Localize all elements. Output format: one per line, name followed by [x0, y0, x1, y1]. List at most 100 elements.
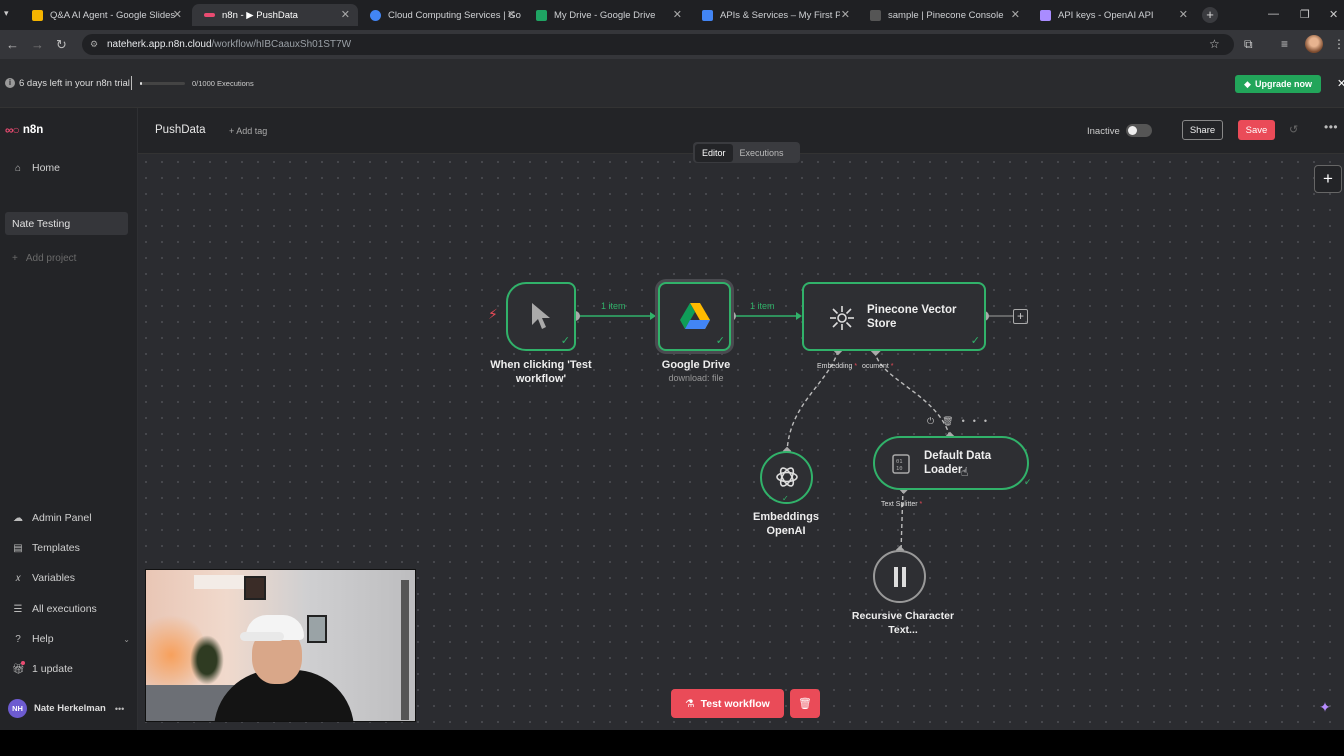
sidebar-item-home[interactable]: ⌂ Home	[12, 162, 60, 174]
close-icon[interactable]: ✕	[672, 9, 682, 21]
trial-text: 6 days left in your n8n trial	[19, 78, 130, 89]
address-bar[interactable]: ⚙ nateherk.app.n8n.cloud/workflow/hIBCaa…	[82, 34, 1234, 55]
restore-icon[interactable]: ❐	[1300, 9, 1310, 21]
minimize-icon[interactable]: —	[1268, 8, 1279, 20]
openai-icon	[776, 467, 798, 487]
browser-tab-n8n[interactable]: n8n - ▶ PushData ✕	[192, 4, 358, 26]
node-manual-trigger[interactable]: ✓	[506, 282, 576, 351]
browser-tab-drive[interactable]: My Drive - Google Drive ✕	[524, 4, 690, 26]
pointer-icon	[532, 303, 550, 329]
required-marker: *	[888, 363, 894, 370]
variables-icon: 𝑥	[15, 572, 21, 584]
media-icon[interactable]: ≡	[1281, 37, 1289, 51]
more-icon[interactable]: •••	[114, 703, 125, 714]
close-icon[interactable]: ✕	[172, 9, 182, 21]
sidebar-item-help[interactable]: ? Help ⌄	[12, 633, 130, 645]
history-icon[interactable]: ↺	[1289, 124, 1299, 136]
upgrade-button[interactable]: ◆Upgrade now	[1235, 75, 1321, 93]
edge-item-count: 1 item	[750, 301, 775, 311]
node-google-drive[interactable]: ✓	[658, 282, 731, 351]
test-workflow-button[interactable]: ⚗︎Test workflow	[671, 689, 784, 718]
browser-tab-apis[interactable]: APIs & Services – My First Proje ✕	[690, 4, 858, 26]
trial-banner: i 6 days left in your n8n trial 0/1000 E…	[0, 59, 1344, 108]
close-icon[interactable]: ✕	[340, 9, 350, 21]
svg-text:01: 01	[896, 459, 903, 465]
list-icon: ☰	[13, 603, 23, 615]
tab-search-icon[interactable]: ▾	[4, 8, 9, 18]
node-recursive-text-splitter[interactable]	[873, 550, 926, 603]
success-check-icon: ✓	[782, 494, 789, 503]
extensions-icon[interactable]: ⧉	[1244, 37, 1253, 51]
site-info-icon[interactable]: ⚙	[90, 39, 99, 49]
node-pinecone-vector-store[interactable]: Pinecone Vector Store ✓	[802, 282, 986, 351]
active-toggle[interactable]	[1126, 124, 1152, 137]
node-default-data-loader[interactable]: 01 10 Default Data Loader	[873, 436, 1029, 490]
power-icon[interactable]: ⏻	[927, 416, 943, 426]
connection-embeddings[interactable]	[786, 350, 839, 455]
browser-tab-pinecone[interactable]: sample | Pinecone Console ✕	[858, 4, 1028, 26]
edge-item-count: 1 item	[601, 301, 626, 311]
tab-editor[interactable]: Editor	[695, 143, 733, 162]
node-label-trigger: When clicking 'Test workflow'	[490, 359, 592, 385]
clear-execution-button[interactable]: 🗑︎	[790, 689, 820, 718]
share-button[interactable]: Share	[1182, 120, 1223, 140]
sidebar-project-nate-testing[interactable]: Nate Testing	[5, 212, 128, 235]
browser-tab-slides[interactable]: Q&A AI Agent - Google Slides ✕	[20, 4, 190, 26]
browser-tab-openai[interactable]: API keys - OpenAI API ✕	[1028, 4, 1196, 26]
user-menu[interactable]: NH Nate Herkelman •••	[8, 699, 124, 718]
node-label-pinecone: Pinecone Vector Store	[867, 304, 957, 330]
forward-icon[interactable]: →	[31, 37, 44, 52]
svg-text:10: 10	[896, 466, 903, 472]
n8n-icon	[204, 13, 215, 17]
success-check-icon: ✓	[970, 335, 980, 347]
n8n-logo-icon: ∞○	[5, 123, 20, 137]
new-tab-button[interactable]: +	[1202, 7, 1218, 23]
sidebar-item-admin-panel[interactable]: ☁ Admin Panel	[13, 512, 92, 524]
gem-icon: ◆	[1244, 78, 1251, 89]
more-icon[interactable]: •••	[961, 416, 996, 426]
sidebar-item-templates[interactable]: ▤ Templates	[13, 542, 80, 554]
browser-tab-strip: ▾ Q&A AI Agent - Google Slides ✕ n8n - ▶…	[0, 0, 1344, 30]
browser-tab-cloud[interactable]: Cloud Computing Services | Go ✕	[358, 4, 524, 26]
n8n-logo[interactable]: ∞○ n8n	[5, 123, 44, 137]
trash-icon[interactable]: 🗑︎	[942, 416, 962, 426]
back-icon[interactable]: ←	[6, 37, 19, 52]
tab-executions[interactable]: Executions	[739, 147, 784, 158]
sidebar-item-all-executions[interactable]: ☰ All executions	[13, 603, 97, 615]
user-name: Nate Herkelman	[34, 703, 106, 714]
webcam-person-cap-bill	[240, 632, 284, 641]
sidebar-item-updates[interactable]: 🎁︎ 1 update	[12, 663, 73, 675]
google-drive-icon	[680, 303, 710, 329]
trash-icon: 🗑︎	[798, 698, 812, 710]
close-icon[interactable]: ✕	[840, 9, 850, 21]
add-project-button[interactable]: +Add project	[12, 253, 77, 264]
close-icon[interactable]: ✕	[1010, 9, 1020, 21]
webcam-picture-frame	[307, 615, 327, 643]
close-icon[interactable]: ✕	[506, 9, 516, 21]
help-icon: ?	[15, 633, 21, 645]
add-connection-button[interactable]: +	[1013, 309, 1028, 324]
reload-icon[interactable]: ↻	[56, 37, 67, 52]
workflow-name[interactable]: PushData	[155, 124, 206, 136]
browser-menu-icon[interactable]: ⋮	[1333, 37, 1344, 51]
ai-assistant-sparkle-icon[interactable]: ✦	[1319, 699, 1331, 715]
required-marker: *	[852, 363, 858, 370]
sidebar-item-variables[interactable]: 𝑥 Variables	[12, 572, 75, 584]
bookmark-star-icon[interactable]: ☆	[1209, 37, 1220, 51]
cloud-icon	[370, 9, 381, 21]
save-button[interactable]: Save	[1238, 120, 1275, 140]
add-node-button[interactable]: +	[1314, 165, 1342, 193]
connection-document-loader[interactable]	[874, 350, 951, 438]
add-tag-button[interactable]: + Add tag	[229, 126, 268, 136]
drive-icon	[536, 9, 547, 21]
close-banner-icon[interactable]: ✕	[1337, 78, 1344, 90]
close-icon[interactable]: ✕	[1178, 9, 1188, 21]
node-embeddings-openai[interactable]: ✓	[760, 451, 813, 504]
divider	[131, 76, 132, 90]
profile-avatar[interactable]	[1305, 35, 1323, 53]
window-close-icon[interactable]: ✕	[1329, 9, 1339, 21]
home-icon: ⌂	[14, 162, 22, 174]
connection-text-splitter[interactable]	[900, 488, 904, 552]
more-icon[interactable]: •••	[1324, 120, 1339, 134]
node-label-embeddings: Embeddings OpenAI	[752, 511, 819, 537]
